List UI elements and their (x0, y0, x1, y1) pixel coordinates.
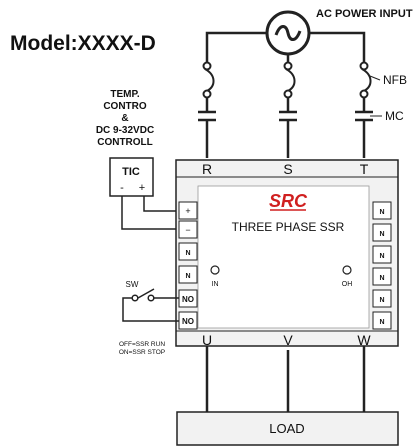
right-terminal-3-label: N (379, 253, 384, 260)
terminal-t: T (360, 161, 369, 177)
temp-control-line-3: & (121, 113, 128, 124)
left-terminal-1-label: + (185, 206, 190, 216)
right-terminal-1 (372, 201, 392, 220)
left-terminal-4-label: N (185, 273, 190, 280)
mc-contactors (198, 98, 373, 158)
left-terminal-4 (178, 265, 198, 284)
nfb-breaker-s (283, 61, 296, 99)
sw-label: SW (126, 280, 139, 289)
right-terminal-1-label: N (379, 209, 384, 216)
temp-control-line-2: CONTRO (103, 101, 147, 112)
left-terminal-3 (178, 242, 198, 261)
left-terminal-3-label: N (185, 250, 190, 257)
nfb-breakers (202, 61, 372, 99)
feed-lines (205, 31, 366, 62)
mc-label: MC (385, 109, 404, 123)
ac-source (265, 10, 311, 56)
tic-label: TIC (122, 166, 140, 178)
left-terminal-block: + − N N NO NO (178, 201, 198, 330)
right-terminal-block: N N N N N N (372, 201, 392, 330)
led-oh-label: OH (342, 281, 353, 288)
ac-power-input-label: AC POWER INPUT (316, 8, 413, 20)
left-terminal-6-label: NO (182, 317, 194, 326)
nfb-breaker-r (202, 61, 215, 99)
temp-control-line-4: DC 9-32VDC (96, 125, 154, 136)
nfb-leader (369, 75, 381, 81)
right-terminal-4-label: N (379, 275, 384, 282)
load-box (176, 411, 399, 446)
right-terminal-3 (372, 245, 392, 264)
nfb-breaker-t (359, 61, 372, 99)
switch-note-line-2: ON=SSR STOP (119, 349, 165, 356)
model-title: Model:XXXX-D (10, 32, 156, 55)
right-terminal-2 (372, 223, 392, 242)
right-terminal-2-label: N (379, 231, 384, 238)
in-led-icon (210, 265, 220, 275)
terminal-s: S (283, 161, 292, 177)
tic-minus: - (120, 182, 124, 194)
left-terminal-2 (178, 220, 198, 239)
brand-logo: SRC (269, 191, 308, 211)
left-terminal-2-label: − (185, 225, 190, 235)
temp-control-label: TEMP. CONTRO & DC 9-32VDC CONTROLL (96, 89, 154, 148)
right-terminal-5-label: N (379, 297, 384, 304)
right-terminal-5 (372, 289, 392, 308)
right-terminal-6-label: N (379, 319, 384, 326)
right-terminal-4 (372, 267, 392, 286)
tic-wires (121, 196, 178, 230)
terminal-r: R (202, 161, 212, 177)
temp-control-line-5: CONTROLL (97, 137, 153, 148)
switch-icon (122, 288, 179, 322)
left-terminal-5-label: NO (182, 295, 194, 304)
nfb-label: NFB (383, 73, 407, 87)
tic-controller (109, 157, 154, 197)
terminal-w: W (357, 332, 371, 348)
sine-wave-icon (274, 25, 302, 41)
right-terminal-6 (372, 311, 392, 330)
led-in-label: IN (212, 281, 219, 288)
device-name: THREE PHASE SSR (232, 220, 345, 234)
left-terminal-1 (178, 201, 198, 220)
output-wires (205, 346, 366, 412)
tic-plus: + (139, 182, 145, 194)
temp-control-line-1: TEMP. (110, 89, 139, 100)
oh-led-icon (342, 265, 352, 275)
terminal-v: V (283, 332, 293, 348)
load-label: LOAD (269, 421, 304, 436)
terminal-u: U (202, 332, 212, 348)
switch-note-line-1: OFF=SSR RUN (119, 341, 165, 348)
